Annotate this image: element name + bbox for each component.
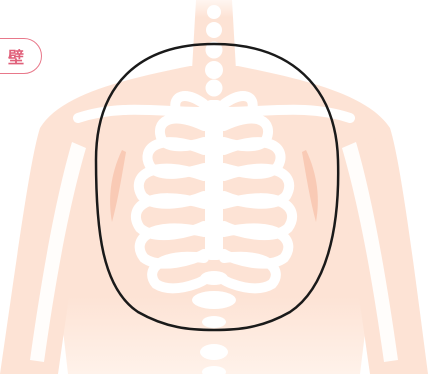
sternum bbox=[205, 100, 223, 260]
wall-label-tag: 壁 bbox=[0, 38, 42, 74]
wall-label-text: 壁 bbox=[8, 44, 24, 68]
